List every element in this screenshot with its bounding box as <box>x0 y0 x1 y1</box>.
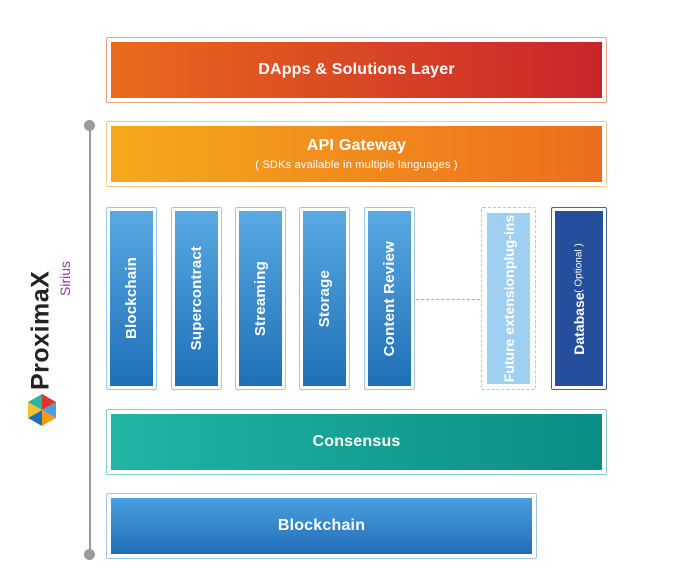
dapps-layer: DApps & Solutions Layer <box>111 42 602 98</box>
blockchain-base-label: Blockchain <box>277 517 366 534</box>
database-title: Database <box>571 292 587 355</box>
future-extension-line2: plug-ins <box>500 214 517 270</box>
bracket-line <box>89 125 91 555</box>
module-supercontract-label: Supercontract <box>188 246 205 351</box>
blockchain-base-frame <box>106 493 537 559</box>
module-blockchain: Blockchain <box>110 211 153 386</box>
database-subtitle: ( Optional ) <box>573 242 585 293</box>
module-storage: Storage <box>303 211 346 386</box>
consensus-layer: Consensus <box>111 414 602 470</box>
api-gateway-frame <box>106 121 607 187</box>
consensus-frame <box>106 409 607 475</box>
brand-logo: ProximaX Sirius <box>22 248 74 434</box>
consensus-label: Consensus <box>312 433 401 450</box>
module-frame-storage <box>299 207 350 390</box>
future-extension-label: Future extension plug-ins <box>501 215 517 382</box>
module-streaming-label: Streaming <box>252 260 269 337</box>
dapps-layer-label: DApps & Solutions Layer <box>258 61 455 78</box>
proximax-logo-icon <box>28 394 56 426</box>
module-content-review: Content Review <box>368 211 411 386</box>
module-content-review-label: Content Review <box>381 240 398 357</box>
future-extension-frame <box>481 207 536 390</box>
module-streaming: Streaming <box>239 211 282 386</box>
bracket-dot-top <box>84 120 95 131</box>
api-gateway-layer: API Gateway ( SDKs available in multiple… <box>111 126 602 182</box>
module-frame-blockchain <box>106 207 157 390</box>
database-label: Database ( Optional ) <box>571 243 587 355</box>
bracket-dot-bottom <box>84 549 95 560</box>
module-blockchain-label: Blockchain <box>123 257 140 340</box>
database-frame <box>551 207 607 390</box>
api-gateway-subtitle: ( SDKs available in multiple languages ) <box>255 159 458 171</box>
future-extension: Future extension plug-ins <box>487 213 530 384</box>
database: Database ( Optional ) <box>555 211 603 386</box>
future-extension-line1: Future extension <box>500 269 517 383</box>
brand-product: Sirius <box>57 260 73 296</box>
module-frame-supercontract <box>171 207 222 390</box>
api-gateway-title: API Gateway <box>306 137 407 154</box>
dapps-layer-frame <box>106 37 607 103</box>
extension-connector <box>416 299 480 300</box>
module-storage-label: Storage <box>316 269 333 328</box>
module-frame-streaming <box>235 207 286 390</box>
module-supercontract: Supercontract <box>175 211 218 386</box>
module-frame-content-review <box>364 207 415 390</box>
blockchain-base-layer: Blockchain <box>111 498 532 554</box>
brand-name: ProximaX <box>26 270 55 390</box>
